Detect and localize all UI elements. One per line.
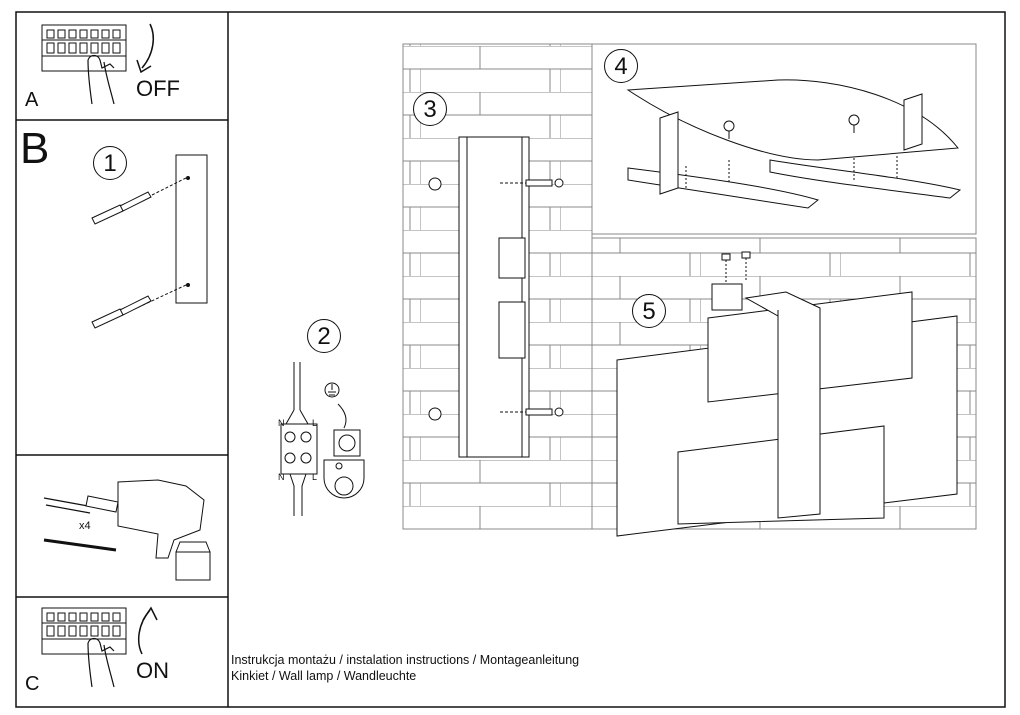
caption-line-1: Instrukcja montażu / instalation instruc… xyxy=(231,653,580,667)
step-4-badge: 4 xyxy=(604,49,638,83)
live-bottom-label: L xyxy=(312,472,318,482)
neutral-top-label: N xyxy=(278,418,285,428)
step5-finished-lamp-illustration xyxy=(591,237,977,537)
step-5-badge: 5 xyxy=(632,294,666,328)
caption-line-2: Kinkiet / Wall lamp / Wandleuchte xyxy=(231,669,417,683)
section-a-letter: A xyxy=(25,89,39,111)
breaker-panel-on-illustration xyxy=(41,606,158,688)
step-2-badge: 2 xyxy=(307,319,341,353)
tools-illustration xyxy=(43,479,211,581)
on-label: ON xyxy=(136,658,169,683)
breaker-panel-off-illustration xyxy=(41,23,155,105)
step1-drilling-illustration xyxy=(91,154,208,329)
page-border xyxy=(15,11,1006,708)
step-1-badge: 1 xyxy=(93,146,127,180)
panel-dividers xyxy=(16,12,229,707)
step2-wiring-illustration xyxy=(280,362,365,516)
live-top-label: L xyxy=(312,418,318,428)
step4-shade-assembly-illustration xyxy=(591,43,977,235)
section-c-letter: C xyxy=(25,673,40,695)
neutral-bottom-label: N xyxy=(278,472,285,482)
off-label: OFF xyxy=(136,76,180,101)
quantity-label: x4 xyxy=(79,520,91,532)
section-b-letter: B xyxy=(20,124,50,173)
step-3-badge: 3 xyxy=(413,92,447,126)
